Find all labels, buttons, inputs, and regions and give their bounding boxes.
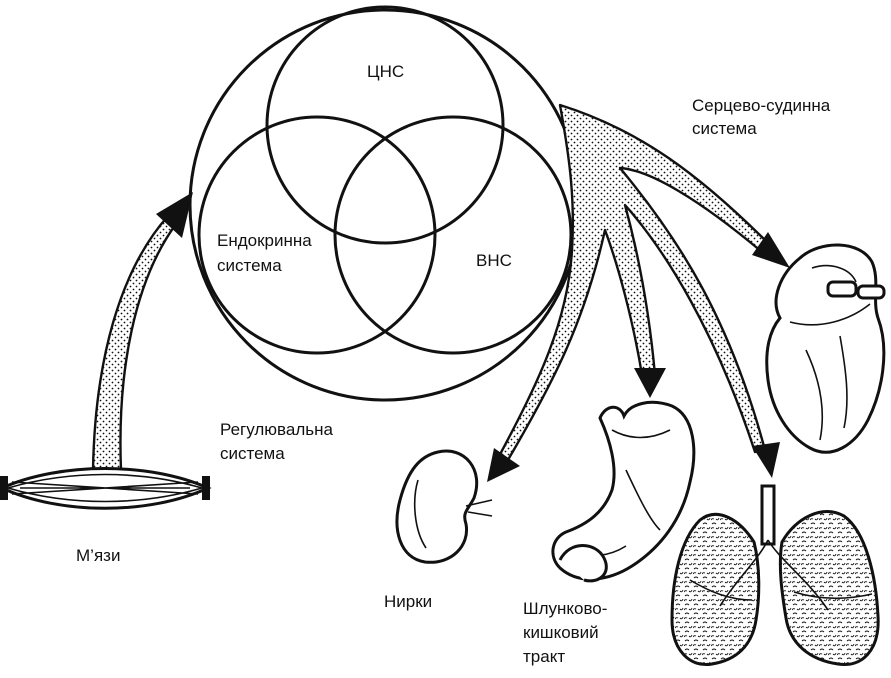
regulatory-system-label-line1: Регулювальна (220, 420, 334, 439)
muscles-to-system-arrow (91, 214, 178, 472)
arrowhead-kidney (487, 448, 520, 482)
endocrine-label-line1: Ендокринна (217, 231, 312, 250)
gi-label-line1: Шлунково- (523, 599, 607, 618)
stomach-illustration (551, 400, 696, 583)
cns-circle (265, 5, 505, 245)
arrowhead-heart (752, 232, 790, 268)
gi-label-line3: тракт (523, 647, 565, 666)
arrowhead-stomach (634, 368, 666, 398)
cns-label: ЦНС (367, 62, 404, 81)
arrowhead-lungs (752, 442, 780, 478)
outgoing-arrows-fan (495, 103, 772, 467)
kidney-illustration (395, 449, 493, 564)
cardio-label-line1: Серцево-судинна (692, 96, 831, 115)
gi-label-line2: кишковий (523, 623, 599, 642)
muscles-label: М’язи (76, 546, 120, 565)
ans-circle (333, 115, 573, 355)
endocrine-label-line2: система (217, 256, 282, 275)
ans-label: ВНС (476, 251, 512, 270)
cardio-label-line2: система (692, 119, 757, 138)
lungs-illustration (670, 484, 880, 667)
kidneys-label: Нирки (384, 592, 432, 611)
endocrine-circle (197, 115, 437, 355)
muscle-illustration (0, 467, 212, 510)
regulatory-system-label-line2: система (220, 444, 285, 463)
heart-illustration (765, 243, 886, 454)
muscles-arrowhead (156, 192, 193, 238)
